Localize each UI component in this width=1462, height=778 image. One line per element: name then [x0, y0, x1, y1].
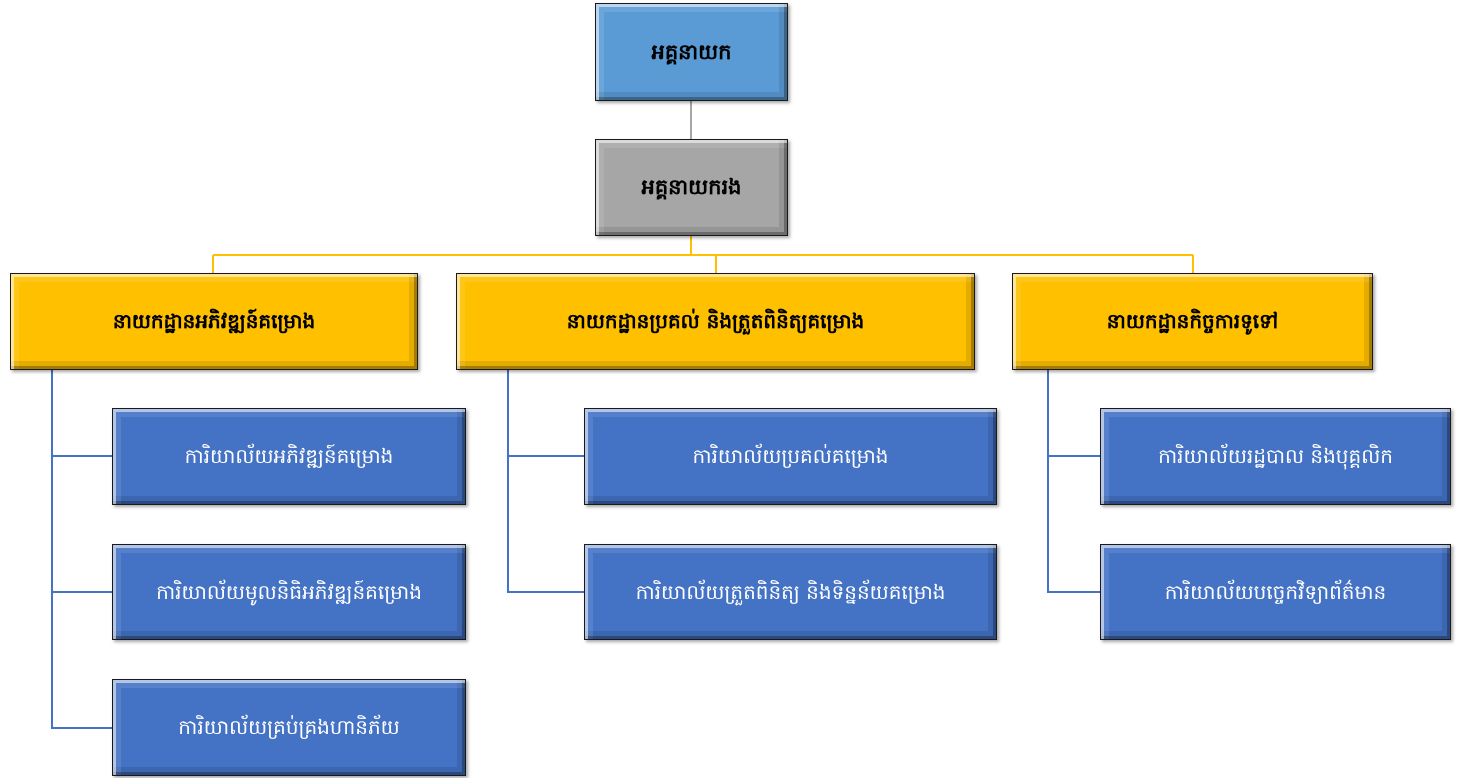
department-box-project-development: នាយកដ្ឋានអភិវឌ្ឍន៍គម្រោង	[10, 273, 418, 370]
department-box-general-affairs: នាយកដ្ឋានកិច្ចការទូទៅ	[1012, 273, 1373, 370]
department-label: នាយកដ្ឋានប្រគល់ និងត្រួតពិនិត្យគម្រោង	[566, 309, 865, 333]
department-box-project-delivery-monitoring: នាយកដ្ឋានប្រគល់ និងត្រួតពិនិត្យគម្រោង	[456, 273, 975, 370]
office-label: ការិយាល័យត្រួតពិនិត្យ និងទិន្នន័យគម្រោង	[635, 579, 946, 604]
deputy-director-box: អគ្គនាយករង	[595, 139, 788, 236]
office-label: ការិយាល័យគ្រប់គ្រងហានិភ័យ	[178, 715, 400, 739]
deputy-director-label: អគ្គនាយករង	[641, 175, 742, 200]
office-box-monitoring-project-data: ការិយាល័យត្រួតពិនិត្យ និងទិន្នន័យគម្រោង	[584, 544, 997, 640]
office-label: ការិយាល័យមូលនិធិអភិវឌ្ឍន៍គម្រោង	[156, 579, 422, 604]
department-label: នាយកដ្ឋានអភិវឌ្ឍន៍គម្រោង	[112, 309, 316, 333]
connector-dept3-offices	[1047, 370, 1100, 593]
office-box-risk-management: ការិយាល័យគ្រប់គ្រងហានិភ័យ	[112, 679, 466, 776]
office-label: ការិយាល័យអភិវឌ្ឍន៍គម្រោង	[184, 444, 394, 468]
connector-dept2-offices	[507, 370, 584, 593]
office-label: ការិយាល័យបច្ចេកវិទ្យាព័ត៌មាន	[1164, 579, 1387, 604]
office-box-administration-personnel: ការិយាល័យរដ្ឋបាល និងបុគ្គលិក	[1100, 408, 1451, 505]
office-box-project-development-fund: ការិយាល័យមូលនិធិអភិវឌ្ឍន៍គម្រោង	[112, 544, 466, 640]
office-label: ការិយាល័យរដ្ឋបាល និងបុគ្គលិក	[1158, 444, 1393, 468]
director-box: អគ្គនាយក	[595, 3, 788, 101]
department-label: នាយកដ្ឋានកិច្ចការទូទៅ	[1106, 309, 1279, 333]
office-box-information-technology: ការិយាល័យបច្ចេកវិទ្យាព័ត៌មាន	[1100, 544, 1451, 640]
director-label: អគ្គនាយក	[651, 39, 732, 64]
office-label: ការិយាល័យប្រគល់គម្រោង	[692, 444, 889, 468]
office-box-project-development: ការិយាល័យអភិវឌ្ឍន៍គម្រោង	[112, 408, 466, 505]
office-box-project-delivery: ការិយាល័យប្រគល់គម្រោង	[584, 408, 997, 505]
connector-dept1-offices	[51, 370, 112, 729]
